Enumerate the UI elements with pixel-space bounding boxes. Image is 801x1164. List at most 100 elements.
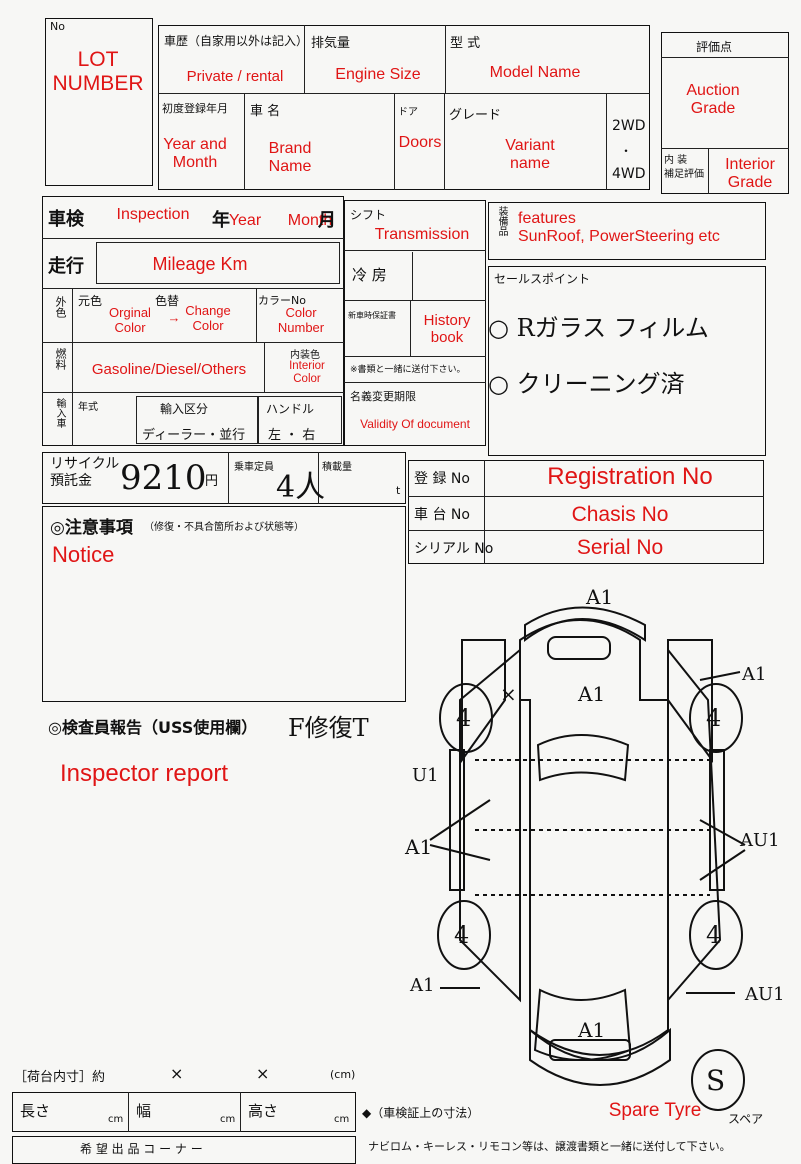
shift-jp: シフト — [350, 208, 387, 222]
header-col-divider-2 — [445, 25, 446, 93]
sales-point-1: ○ Rガラス フィルム — [488, 314, 709, 342]
import-jp: 輸入車 — [54, 398, 65, 428]
height-jp: 高さ — [248, 1102, 279, 1120]
validity-en: Validity Of document — [360, 417, 470, 431]
lot-number-box — [45, 18, 153, 186]
brand-en: Brand Name — [268, 140, 312, 176]
inspector-hand: F修復T — [288, 714, 369, 742]
eval-divider-h2 — [661, 148, 789, 149]
history-en: Private / rental — [186, 68, 284, 85]
spare-tyre-en: Spare Tyre — [608, 1100, 702, 1121]
spare-jp: スペア — [728, 1112, 764, 1126]
features-box — [488, 202, 766, 260]
year-type-jp: 年式 — [78, 402, 98, 413]
chassis-jp: 車 台 No — [414, 507, 470, 523]
month-jp: 月 — [318, 210, 336, 231]
changed-color-jp: 色替 — [155, 294, 180, 308]
year-month-en: Year and Month — [163, 136, 227, 172]
tyre-front-right — [689, 683, 743, 753]
fuel-en: Gasoline/Diesel/Others — [91, 361, 247, 378]
length-cm: cm — [108, 1114, 124, 1125]
load-unit: t — [396, 484, 401, 497]
reg-jp: 登 録 No — [414, 471, 470, 487]
front-grille — [547, 636, 611, 660]
notice-en: Notice — [52, 542, 115, 567]
inspector-title-jp: ◎検査員報告（USS使用欄） — [48, 718, 258, 737]
header-col-divider-4 — [394, 93, 395, 190]
mark-left-u1: U1 — [412, 765, 439, 786]
tyre-mark-fl: 4 — [456, 704, 472, 732]
registration-box — [408, 460, 764, 564]
change-color-en: Change Color — [185, 303, 231, 333]
specs-box — [42, 196, 344, 446]
dimension-box — [12, 1092, 356, 1132]
right-fender-front — [667, 639, 713, 764]
cert-jp: ◆（車検証上の寸法） — [362, 1106, 480, 1120]
drive-4wd: 4WD — [612, 166, 646, 182]
year-en: Year — [228, 212, 262, 229]
mark-hood: A1 — [578, 682, 606, 706]
right-door-panel — [667, 647, 722, 1003]
mark-x: × — [500, 682, 517, 706]
left-door-panel — [459, 647, 521, 1003]
cargo-x1: × — [170, 1064, 184, 1083]
recycle-v1 — [228, 452, 229, 504]
doors-en: Doors — [398, 134, 442, 151]
eval-divider-v — [708, 148, 709, 194]
no-label: No — [50, 20, 65, 33]
notice-jp: ◎注意事項 — [50, 518, 133, 538]
sales-point-jp: セールスポイント — [494, 272, 591, 286]
mileage-field — [96, 242, 340, 284]
left-sill — [449, 749, 465, 891]
tyre-mark-fr: 4 — [706, 704, 722, 732]
dim-v2 — [240, 1092, 241, 1132]
interior-color-cell — [264, 342, 344, 392]
recycle-box — [42, 452, 406, 504]
manual-note-jp: ※書類と一緒に送付下さい。 — [350, 365, 466, 375]
nav-note-jp: ナビロム・キーレス・リモコン等は、譲渡書類と一緒に送付して下さい。 — [368, 1140, 731, 1153]
eval-box — [661, 32, 789, 194]
manual-jp: 新車時保証書 — [348, 311, 396, 320]
recycle-jp: リサイクル 預託金 — [50, 456, 120, 489]
recycle-value: 9210 — [120, 458, 207, 498]
specs-h3 — [42, 342, 344, 343]
sales-point-box — [488, 266, 766, 456]
features-en: features SunRoof, PowerSteering etc — [518, 210, 720, 246]
name-change-jp: 名義変更期限 — [350, 390, 416, 403]
reg-date-jp: 初度登録年月 — [162, 102, 228, 115]
header-col-divider-5 — [444, 93, 445, 190]
front-bumper — [524, 606, 646, 643]
model-name-en: Model Name — [489, 64, 581, 81]
tyre-mark-rr: 4 — [706, 921, 722, 949]
drive-2wd: 2WD — [612, 118, 646, 134]
original-color-en: Orginal Color — [109, 305, 151, 335]
specs-h4 — [42, 392, 344, 393]
car-name-jp: 車 名 — [250, 104, 281, 119]
cargo-cm: (cm) — [330, 1068, 356, 1081]
orig-color-jp: 元色 — [78, 294, 103, 308]
fuel-jp: 燃料 — [54, 348, 67, 370]
engine-size-en: Engine Size — [335, 66, 421, 83]
model-jp: 型 式 — [450, 36, 481, 51]
mid-h1 — [344, 250, 486, 251]
handle-cell — [258, 396, 342, 444]
history-jp: 車歴（自家用以外は記入） — [164, 34, 309, 48]
interior-color-jp: 内装色 — [290, 350, 320, 361]
length-jp: 長さ — [20, 1102, 51, 1120]
specs-v1 — [72, 288, 73, 446]
rear-bumper — [529, 1027, 671, 1086]
registration-en: Registration No — [547, 463, 713, 490]
aircon-field — [412, 252, 413, 300]
displacement-jp: 排気量 — [311, 36, 351, 51]
import-cat-jp: 輸入区分 — [160, 402, 209, 416]
history-book-en: History book — [423, 312, 471, 347]
reg-v — [484, 460, 485, 564]
sales-point-2: ○ クリーニング済 — [488, 370, 685, 398]
spare-hand: S — [706, 1064, 726, 1097]
cargo-jp: ［荷台内寸］約 — [14, 1070, 106, 1085]
color-no-cell — [256, 288, 344, 342]
transmission-en: Transmission — [374, 226, 470, 243]
serial-en: Serial No — [576, 536, 664, 559]
inspection-jp: 車検 — [48, 209, 84, 230]
chassis-en: Chasis No — [571, 503, 669, 526]
